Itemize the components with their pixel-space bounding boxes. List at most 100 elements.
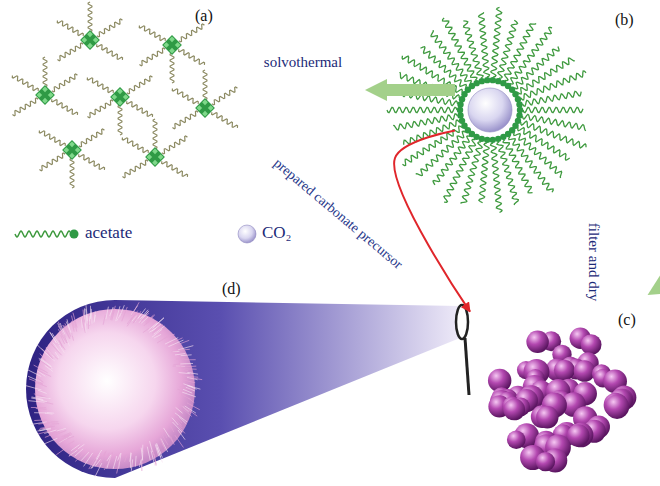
- acetate-chain: [39, 130, 65, 145]
- particle-cluster: [488, 328, 636, 473]
- fiber: [188, 398, 195, 403]
- fiber: [83, 310, 84, 323]
- acetate-chain: [139, 25, 165, 40]
- acetate-chain: [212, 112, 238, 128]
- metal-cluster: [80, 30, 100, 50]
- acetate-chain: [172, 111, 198, 129]
- acetate-chain: [172, 88, 198, 103]
- panel-label: (c): [618, 311, 636, 329]
- fiber: [60, 435, 72, 442]
- fiber: [140, 311, 149, 323]
- legend-text: CO₂: [262, 223, 292, 243]
- carbonate-particle: [554, 360, 575, 381]
- acetate-head: [484, 137, 490, 143]
- acetate-chain: [510, 27, 552, 84]
- acetate-chain: [212, 87, 238, 105]
- fiber: [34, 419, 46, 421]
- fiber: [131, 313, 137, 321]
- panel-label: (b): [615, 11, 634, 29]
- fiber: [141, 459, 142, 471]
- fiber: [26, 386, 41, 390]
- edge-label: prepared carbonate precursor: [270, 155, 405, 272]
- fiber: [51, 421, 58, 422]
- acetate-chain: [52, 99, 78, 115]
- acetate-chain: [479, 12, 490, 77]
- acetate-head: [490, 77, 496, 83]
- acetate-chain: [433, 136, 470, 185]
- fiber: [56, 445, 69, 454]
- edge-label: filter and dry: [585, 223, 602, 301]
- fiber: [96, 450, 102, 459]
- fiber: [151, 451, 155, 466]
- fiber: [150, 441, 153, 452]
- fiber: [149, 328, 156, 332]
- fiber: [160, 438, 166, 450]
- acetate-chain: [444, 139, 476, 202]
- fiber: [45, 402, 53, 404]
- fiber: [170, 426, 173, 433]
- fiber: [168, 433, 173, 442]
- fiber: [40, 354, 45, 361]
- acetate-chain: [122, 160, 148, 178]
- fiber: [36, 408, 47, 409]
- fiber: [59, 340, 62, 347]
- acetate-chain: [79, 154, 105, 170]
- acetate-chain: [52, 74, 78, 92]
- edge-label: solvothermal: [264, 54, 342, 71]
- fiber: [134, 311, 141, 322]
- sphere-fibers: [26, 302, 202, 477]
- acetate-chain: [57, 20, 83, 35]
- fiber: [172, 422, 182, 432]
- panel: (c): [470, 295, 660, 480]
- acetate-chain: [521, 71, 586, 100]
- fiber: [37, 428, 50, 431]
- co2-micelle: [387, 7, 586, 212]
- legend-text: acetate: [85, 223, 132, 243]
- acetate-network: [12, 2, 237, 188]
- co2-sample: [238, 225, 256, 243]
- acetate-chain: [170, 53, 174, 83]
- fiber: [91, 458, 98, 469]
- fiber: [174, 340, 189, 346]
- acetate-chain: [162, 136, 188, 154]
- fiber: [172, 418, 178, 425]
- magnifier-cone: [26, 300, 460, 478]
- fiber: [52, 423, 59, 424]
- fiber: [28, 401, 44, 402]
- fiber: [91, 459, 98, 468]
- fiber: [187, 386, 200, 390]
- acetate-chain: [139, 48, 165, 66]
- fiber: [184, 368, 197, 370]
- fiber: [187, 403, 200, 410]
- fiber: [178, 346, 193, 350]
- fiber: [168, 338, 183, 345]
- acetate-chain: [87, 100, 113, 118]
- carbonate-particle: [536, 452, 555, 471]
- acetate-chain: [88, 2, 92, 32]
- fiber: [69, 446, 80, 457]
- fiber: [29, 379, 43, 384]
- fiber: [45, 365, 53, 371]
- acetate-chain: [87, 77, 113, 92]
- acetate-sample-head: [70, 230, 79, 239]
- fiber: [175, 353, 185, 354]
- fiber: [143, 328, 149, 332]
- fiber: [89, 314, 90, 321]
- fiber: [47, 412, 55, 414]
- fiber: [40, 358, 51, 366]
- fiber: [171, 436, 175, 444]
- acetate-chain: [523, 107, 583, 112]
- acetate-chain: [122, 137, 148, 152]
- acetate-chain: [79, 129, 105, 147]
- fiber: [34, 394, 43, 397]
- fiber: [141, 317, 148, 323]
- fiber: [157, 336, 169, 343]
- fiber: [36, 397, 50, 399]
- metal-cluster: [145, 147, 165, 167]
- acetate-chain: [479, 143, 489, 203]
- fiber: [146, 315, 155, 324]
- fiber: [61, 335, 65, 344]
